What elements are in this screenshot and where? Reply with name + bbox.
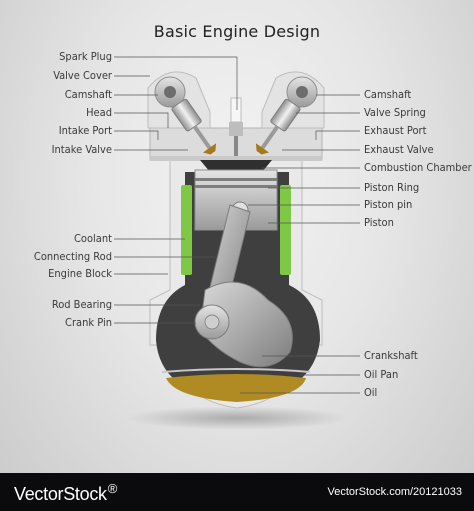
oil-pan-rim (161, 368, 311, 373)
image-id[interactable]: VectorStock.com/20121033 (327, 486, 462, 498)
intake-valve-assembly (171, 98, 217, 155)
rod-bearing (204, 314, 220, 330)
coolant-left (181, 185, 192, 275)
label-connecting-rod: Connecting Rod (33, 250, 112, 263)
label-spark-plug: Spark Plug (59, 50, 112, 63)
label-coolant: Coolant (74, 232, 112, 245)
label-camshaft-right: Camshaft (364, 88, 412, 101)
label-oil-pan: Oil Pan (364, 368, 399, 381)
label-camshaft-left: Camshaft (64, 88, 112, 101)
label-oil: Oil (364, 386, 378, 399)
diagram-title: Basic Engine Design (153, 22, 321, 41)
label-piston-ring: Piston Ring (364, 181, 420, 194)
label-exhaust-port: Exhaust Port (364, 124, 427, 137)
label-crank-pin: Crank Pin (65, 316, 112, 329)
brand-registered-mark: ® (107, 481, 118, 496)
label-head: Head (86, 106, 112, 119)
label-piston-pin: Piston pin (364, 198, 413, 211)
camshaft-right-hub (296, 86, 308, 98)
crankshaft (199, 281, 293, 368)
exhaust-valve-assembly (255, 98, 301, 155)
label-rod-bearing: Rod Bearing (51, 298, 112, 311)
spark-plug (229, 97, 243, 156)
label-crankshaft: Crankshaft (364, 349, 418, 362)
engine-illustration (114, 56, 360, 430)
camshaft-left-hub (164, 86, 176, 98)
label-valve-spring: Valve Spring (364, 106, 426, 119)
label-piston: Piston (364, 216, 394, 229)
combustion-chamber (200, 160, 272, 172)
brand-logo[interactable]: VectorStock® (14, 481, 117, 505)
label-combustion-chamber: Combustion Chamber (364, 161, 472, 174)
label-engine-block: Engine Block (48, 267, 112, 280)
label-intake-valve: Intake Valve (51, 143, 112, 156)
label-exhaust-valve: Exhaust Valve (364, 143, 434, 156)
head-gasket (150, 156, 322, 161)
leader-lines-right (240, 94, 360, 394)
label-intake-port: Intake Port (58, 124, 112, 137)
ground-shadow (127, 406, 347, 430)
watermark-footer: VectorStock® VectorStock.com/20121033 (0, 473, 474, 511)
label-valve-cover: Valve Cover (53, 69, 112, 82)
coolant-right (280, 185, 291, 275)
oil-pool (166, 374, 306, 402)
leader-lines-left (114, 56, 238, 324)
brand-name: VectorStock (14, 484, 107, 504)
